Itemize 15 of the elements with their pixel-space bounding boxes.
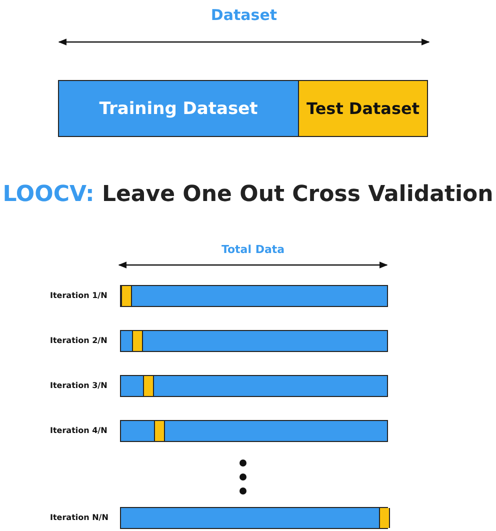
training-block: Training Dataset [58,80,299,137]
iteration-label: Iteration 4/N [50,426,108,435]
dimension-label: Dataset [210,6,278,24]
iteration-label: Iteration 1/N [50,291,108,300]
data-bar [120,285,388,307]
data-bar [120,375,388,397]
iteration-label: Iteration 3/N [50,381,108,390]
iteration-label: Iteration 2/N [50,336,108,345]
dimension-label: Total Data [220,243,286,256]
iteration-label: Iteration N/N [50,513,108,522]
title: LOOCV: Leave One Out Cross Validation [2,182,494,207]
data-bar [120,507,388,529]
test-block: Test Dataset [298,80,428,137]
data-bar [120,330,388,352]
data-bar [120,420,388,442]
